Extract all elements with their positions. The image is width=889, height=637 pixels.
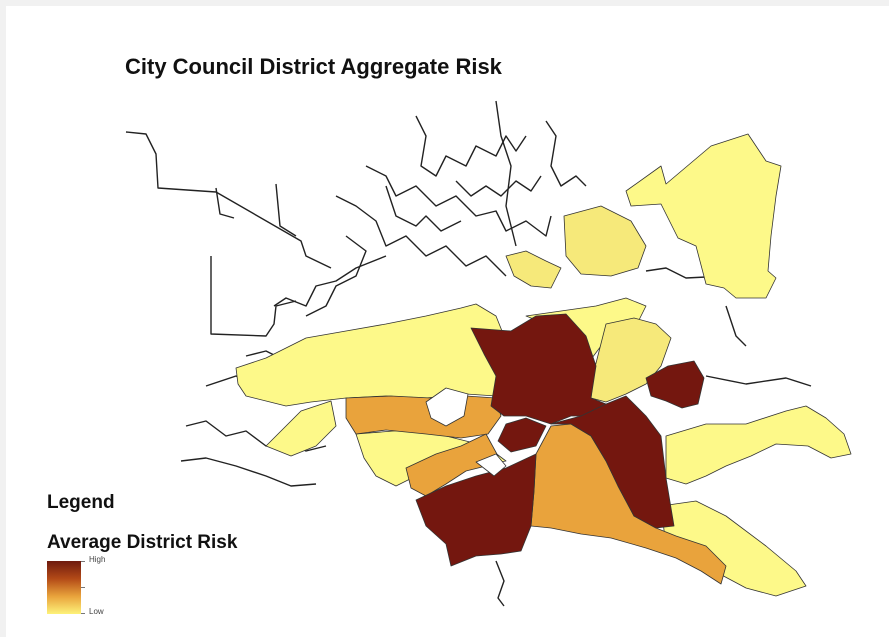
district-west-south <box>265 400 337 457</box>
boundary-line-spur-1 <box>275 183 297 237</box>
boundary-line-north-7 <box>495 100 517 247</box>
boundary-line-south-spur <box>495 560 505 607</box>
boundary-line-southwest-3 <box>180 457 317 487</box>
district-east-ship-channel <box>665 405 852 485</box>
district-north-central <box>563 205 647 277</box>
boundary-line-east <box>705 375 812 387</box>
legend-tick-low <box>81 613 85 614</box>
map-hole-west <box>425 387 469 427</box>
boundary-line-north-6 <box>455 175 542 197</box>
legend-subtitle: Average District Risk <box>47 532 238 553</box>
map-page: City Council District Aggregate Risk <box>6 6 889 637</box>
legend-label-low: Low <box>89 607 104 616</box>
boundary-line-northwest <box>125 131 332 269</box>
district-north-small <box>505 250 562 289</box>
legend-tick-high <box>81 561 85 562</box>
district-northeast <box>625 133 782 299</box>
district-southeast-dark <box>550 395 675 529</box>
map-hole-south <box>475 453 507 477</box>
boundary-line-west-annex <box>210 256 297 337</box>
boundary-line-north-2 <box>415 115 527 177</box>
district-polygons <box>235 133 852 597</box>
map-title: City Council District Aggregate Risk <box>125 54 502 79</box>
district-inner-west <box>345 395 502 439</box>
boundary-line-east-2 <box>725 305 747 347</box>
boundary-line-spur-2 <box>215 187 235 219</box>
district-west <box>235 303 507 407</box>
legend-title: Legend <box>47 492 115 513</box>
boundary-line-west <box>273 255 387 307</box>
district-south-central-dark <box>415 453 537 567</box>
district-central-south-dark <box>497 417 547 453</box>
district-east-dark <box>645 360 705 409</box>
boundary-line-north-1 <box>365 165 552 237</box>
legend-color-ramp <box>47 561 81 614</box>
district-map <box>125 100 852 607</box>
legend-tick-mid <box>81 587 85 588</box>
boundary-line-north-3 <box>335 195 507 277</box>
boundary-line-north-5 <box>385 185 462 232</box>
legend-label-high: High <box>89 555 106 564</box>
boundary-line-north-4 <box>305 235 367 317</box>
boundary-line-north-8 <box>545 120 587 187</box>
